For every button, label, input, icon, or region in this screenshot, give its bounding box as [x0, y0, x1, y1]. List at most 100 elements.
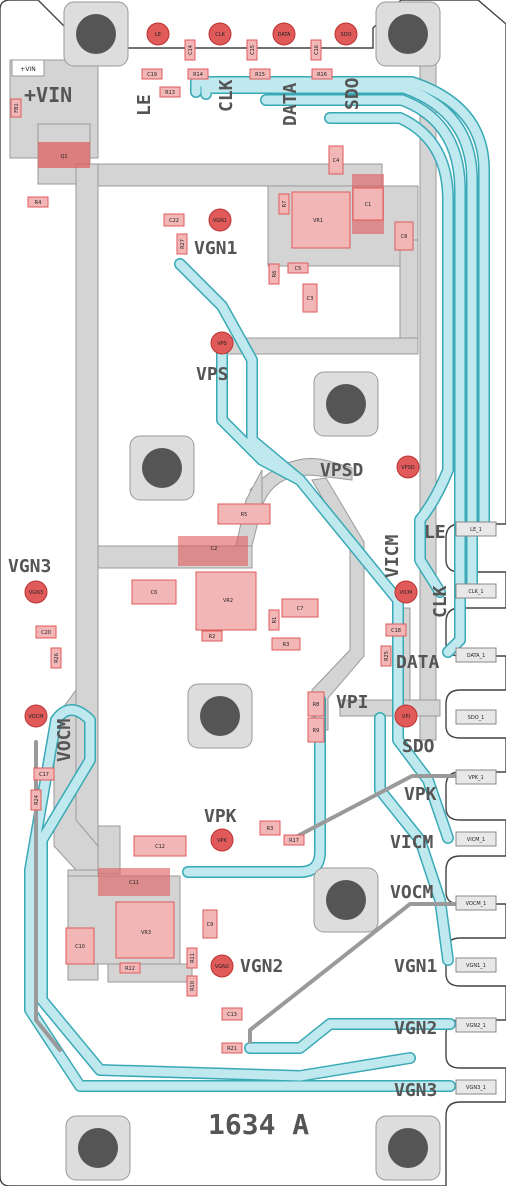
ref-c10: C10	[75, 944, 85, 950]
edge-pad-data: DATA_1	[467, 653, 486, 659]
tp-vpk-label: VPK	[217, 838, 227, 844]
edge-pad-vocm: VOCM_1	[466, 901, 487, 907]
silk-vgn2: VGN2	[240, 956, 283, 977]
ref-r1: R1	[272, 617, 278, 624]
mounting-hole	[313, 371, 379, 437]
edge-pad-vicm: VICM_1	[467, 837, 485, 843]
ref-c5: C5	[295, 266, 302, 272]
ref-c17: C17	[39, 772, 49, 778]
silk-le: LE	[134, 94, 155, 116]
ref-c9-top: R3	[267, 826, 274, 832]
ref-r13: R13	[165, 90, 175, 96]
tp-vps-label: VPS	[217, 341, 227, 347]
ref-r24: R24	[34, 795, 40, 805]
ref-r2: R2	[209, 634, 216, 640]
silk-vpi: VPI	[336, 692, 369, 713]
silk-vgn3: VGN3	[8, 556, 51, 577]
silk-vgn1-edge: VGN1	[394, 956, 437, 977]
ref-c20: C20	[41, 630, 51, 636]
ref-c3: C3	[307, 296, 314, 302]
ref-r12: R12	[125, 966, 135, 972]
ref-r26: R26	[54, 653, 60, 663]
ref-vr3: VR3	[141, 930, 151, 936]
vin-header-pad	[11, 59, 45, 77]
silk-vgn3-edge: VGN3	[394, 1080, 437, 1101]
ref-c14: C14	[188, 45, 194, 55]
edge-pad-vpk: VPK_1	[468, 775, 483, 781]
ref-r21: R21	[227, 1046, 237, 1052]
ref-c4: C4	[333, 158, 340, 164]
edge-pad-vgn1: VGN1_1	[466, 963, 486, 969]
mounting-hole	[63, 1, 129, 67]
tp-vicm-label: VICM	[400, 590, 413, 596]
silkscreen: +VIN LE CLK DATA SDO VGN1 VPS VPSD VGN3 …	[8, 77, 451, 1141]
edge-pad-vgn3: VGN3_1	[466, 1085, 486, 1091]
ref-vr1: VR1	[313, 218, 323, 224]
edge-pad-clk: CLK_1	[468, 589, 483, 595]
tp-vgn2-label: VGN2	[215, 964, 229, 970]
mounting-hole	[375, 1115, 441, 1181]
edge-pad-sdo: SDO_1	[468, 715, 485, 721]
cyan-traces	[24, 76, 490, 1092]
tp-data-label: DATA	[278, 32, 291, 38]
ref-c1: C1	[365, 202, 372, 208]
mounting-hole	[129, 435, 195, 501]
ref-r4: R4	[35, 200, 42, 206]
silk-data: DATA	[280, 82, 301, 126]
ref-c15: C15	[250, 45, 256, 55]
ref-r25: R25	[384, 651, 390, 661]
ref-r8: R8	[313, 702, 320, 708]
board-title: 1634 A	[208, 1108, 309, 1141]
ref-c18: C18	[391, 628, 401, 634]
silk-vicm: VICM	[382, 534, 403, 578]
ref-c22: C22	[169, 218, 179, 224]
ref-c13: C13	[227, 1012, 237, 1018]
ref-c12: C12	[155, 844, 165, 850]
ref-c6: C6	[151, 590, 158, 596]
ref-r17: R17	[289, 838, 299, 844]
ref-c8: C8	[401, 234, 408, 240]
ref-r9: R9	[313, 728, 320, 734]
ref-r10: R10	[190, 981, 196, 991]
silk-vpsd: VPSD	[320, 460, 364, 481]
mounting-hole	[187, 683, 253, 749]
tp-vpi-label: VPI	[402, 714, 410, 720]
ref-c2: C2	[211, 546, 218, 552]
vin-header-label: +VIN	[20, 66, 35, 73]
ref-c7: C7	[297, 606, 304, 612]
ref-c16: C16	[314, 45, 320, 55]
ref-vr2: VR2	[223, 598, 233, 604]
mounting-holes	[63, 1, 441, 1181]
edge-pad-le: LE_1	[470, 527, 482, 533]
ref-r7: R7	[282, 201, 288, 208]
mounting-hole	[313, 867, 379, 933]
components: FB1 Q1 R4 C19 R13 C14 R14 C15 R15 C16 R1…	[10, 39, 414, 1054]
silk-clk: CLK	[216, 79, 237, 112]
tp-le-label: LE	[155, 32, 161, 38]
tp-vgn3-label: VGN3	[29, 590, 43, 596]
ref-r5: R5	[241, 512, 248, 518]
silk-vocm-edge: VOCM	[390, 882, 434, 903]
silk-vps: VPS	[196, 364, 229, 385]
silk-clk-edge: CLK	[430, 585, 451, 618]
ref-c9: C9	[207, 922, 214, 928]
test-points: LE CLK DATA SDO VGN1 VPS VPSD VGN3 VICM …	[24, 22, 420, 978]
tp-vpsd-label: VPSD	[401, 465, 415, 471]
thin-traces	[34, 740, 458, 1052]
ref-c11: C11	[129, 880, 139, 886]
mounting-hole	[375, 1, 441, 67]
silk-sdo: SDO	[342, 77, 363, 110]
ref-r15: R15	[255, 72, 265, 78]
ref-r3: R3	[283, 642, 290, 648]
silk-vpk-edge: VPK	[404, 784, 437, 805]
silk-vocm: VOCM	[54, 718, 75, 762]
ref-q1: Q1	[60, 154, 67, 160]
silk-le-edge: LE	[424, 522, 446, 543]
silk-data-edge: DATA	[396, 652, 440, 673]
silk-sdo-edge: SDO	[402, 736, 435, 757]
silk-vgn1: VGN1	[194, 238, 237, 259]
mounting-hole	[65, 1115, 131, 1181]
silk-vgn2-edge: VGN2	[394, 1018, 437, 1039]
tp-vocm-label: VOCM	[28, 714, 43, 720]
